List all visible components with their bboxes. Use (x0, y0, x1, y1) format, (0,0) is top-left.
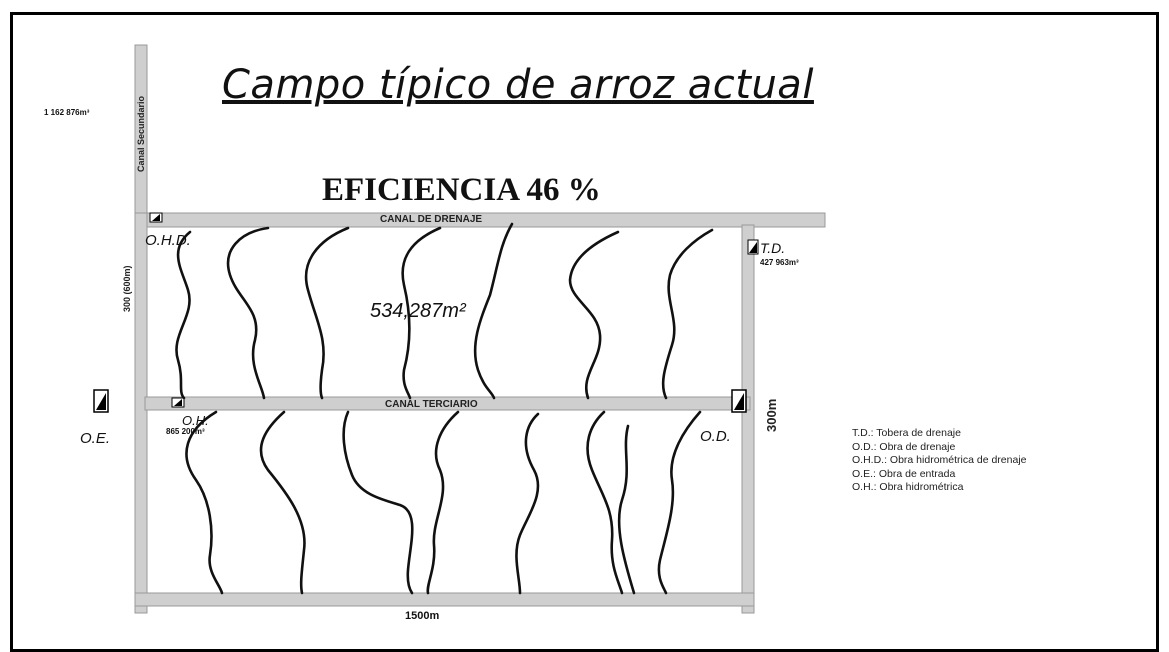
furrow-upper-6 (568, 230, 620, 400)
field-diagram (93, 44, 826, 614)
furrow-lower-4 (426, 410, 460, 595)
field-area-label: 534,287m² (370, 300, 466, 322)
furrow-upper-5 (473, 222, 514, 400)
page-title: Campo típico de arroz actual (222, 62, 814, 108)
oe-label: O.E. (80, 430, 111, 447)
legend-item: T.D.: Tobera de drenaje (852, 427, 961, 439)
canal-terciario (144, 396, 751, 411)
legend-item: O.D.: Obra de drenaje (852, 440, 956, 453)
td-label: T.D. (760, 240, 786, 256)
legend-item: O.H.: Obra hidrométrica (852, 481, 964, 494)
furrow-upper-4 (401, 226, 442, 400)
legend-item: O.E.: Obra de entrada (852, 467, 956, 480)
furrow-lower-6b (617, 424, 636, 595)
oh-structure-icon (171, 397, 185, 408)
furrow-upper-7 (661, 228, 714, 400)
oh-volume-label: 865 200m³ (166, 427, 205, 436)
od-structure-icon (731, 389, 747, 413)
efficiency-label: EFICIENCIA 46 % (322, 172, 601, 208)
canal-drenaje-label: CANAL DE DRENAJE (380, 214, 483, 225)
oe-structure-icon (93, 389, 109, 413)
ohd-structure-icon (149, 212, 163, 223)
field-right-border (741, 224, 755, 614)
legend-item: O.H.D.: Obra hidrométrica de drenaje (852, 454, 1027, 467)
td-structure-icon (747, 239, 759, 255)
furrow-lower-6 (586, 410, 624, 595)
oh-label: O.H. (182, 413, 209, 428)
dim-bottom-label: 1500m (405, 610, 440, 622)
td-volume-label: 427 963m³ (760, 258, 799, 267)
furrow-lower-5 (515, 412, 540, 595)
field-left-border (134, 212, 148, 614)
field-bottom-border (134, 592, 755, 607)
canal-secundario-label: Canal Secundario (136, 95, 146, 172)
canal-terciario-label: CANAL TERCIARIO (385, 399, 478, 410)
dim-left-vertical-label: 300 (600m) (122, 265, 132, 312)
ohd-label: O.H.D. (145, 232, 191, 249)
furrow-lower-3 (342, 410, 414, 595)
furrow-upper-2 (226, 226, 270, 400)
volume-left-label: 1 162 876m³ (44, 108, 90, 117)
od-label: O.D. (700, 428, 731, 445)
furrow-lower-1 (185, 410, 224, 595)
furrow-upper-1 (175, 230, 192, 400)
furrow-lower-7 (657, 410, 702, 595)
furrow-lower-2 (259, 410, 306, 595)
furrow-upper-3 (304, 226, 350, 400)
dim-right-label: 300m (764, 398, 779, 432)
legend: T.D.: Tobera de drenaje O.D.: Obra de dr… (852, 427, 1027, 495)
